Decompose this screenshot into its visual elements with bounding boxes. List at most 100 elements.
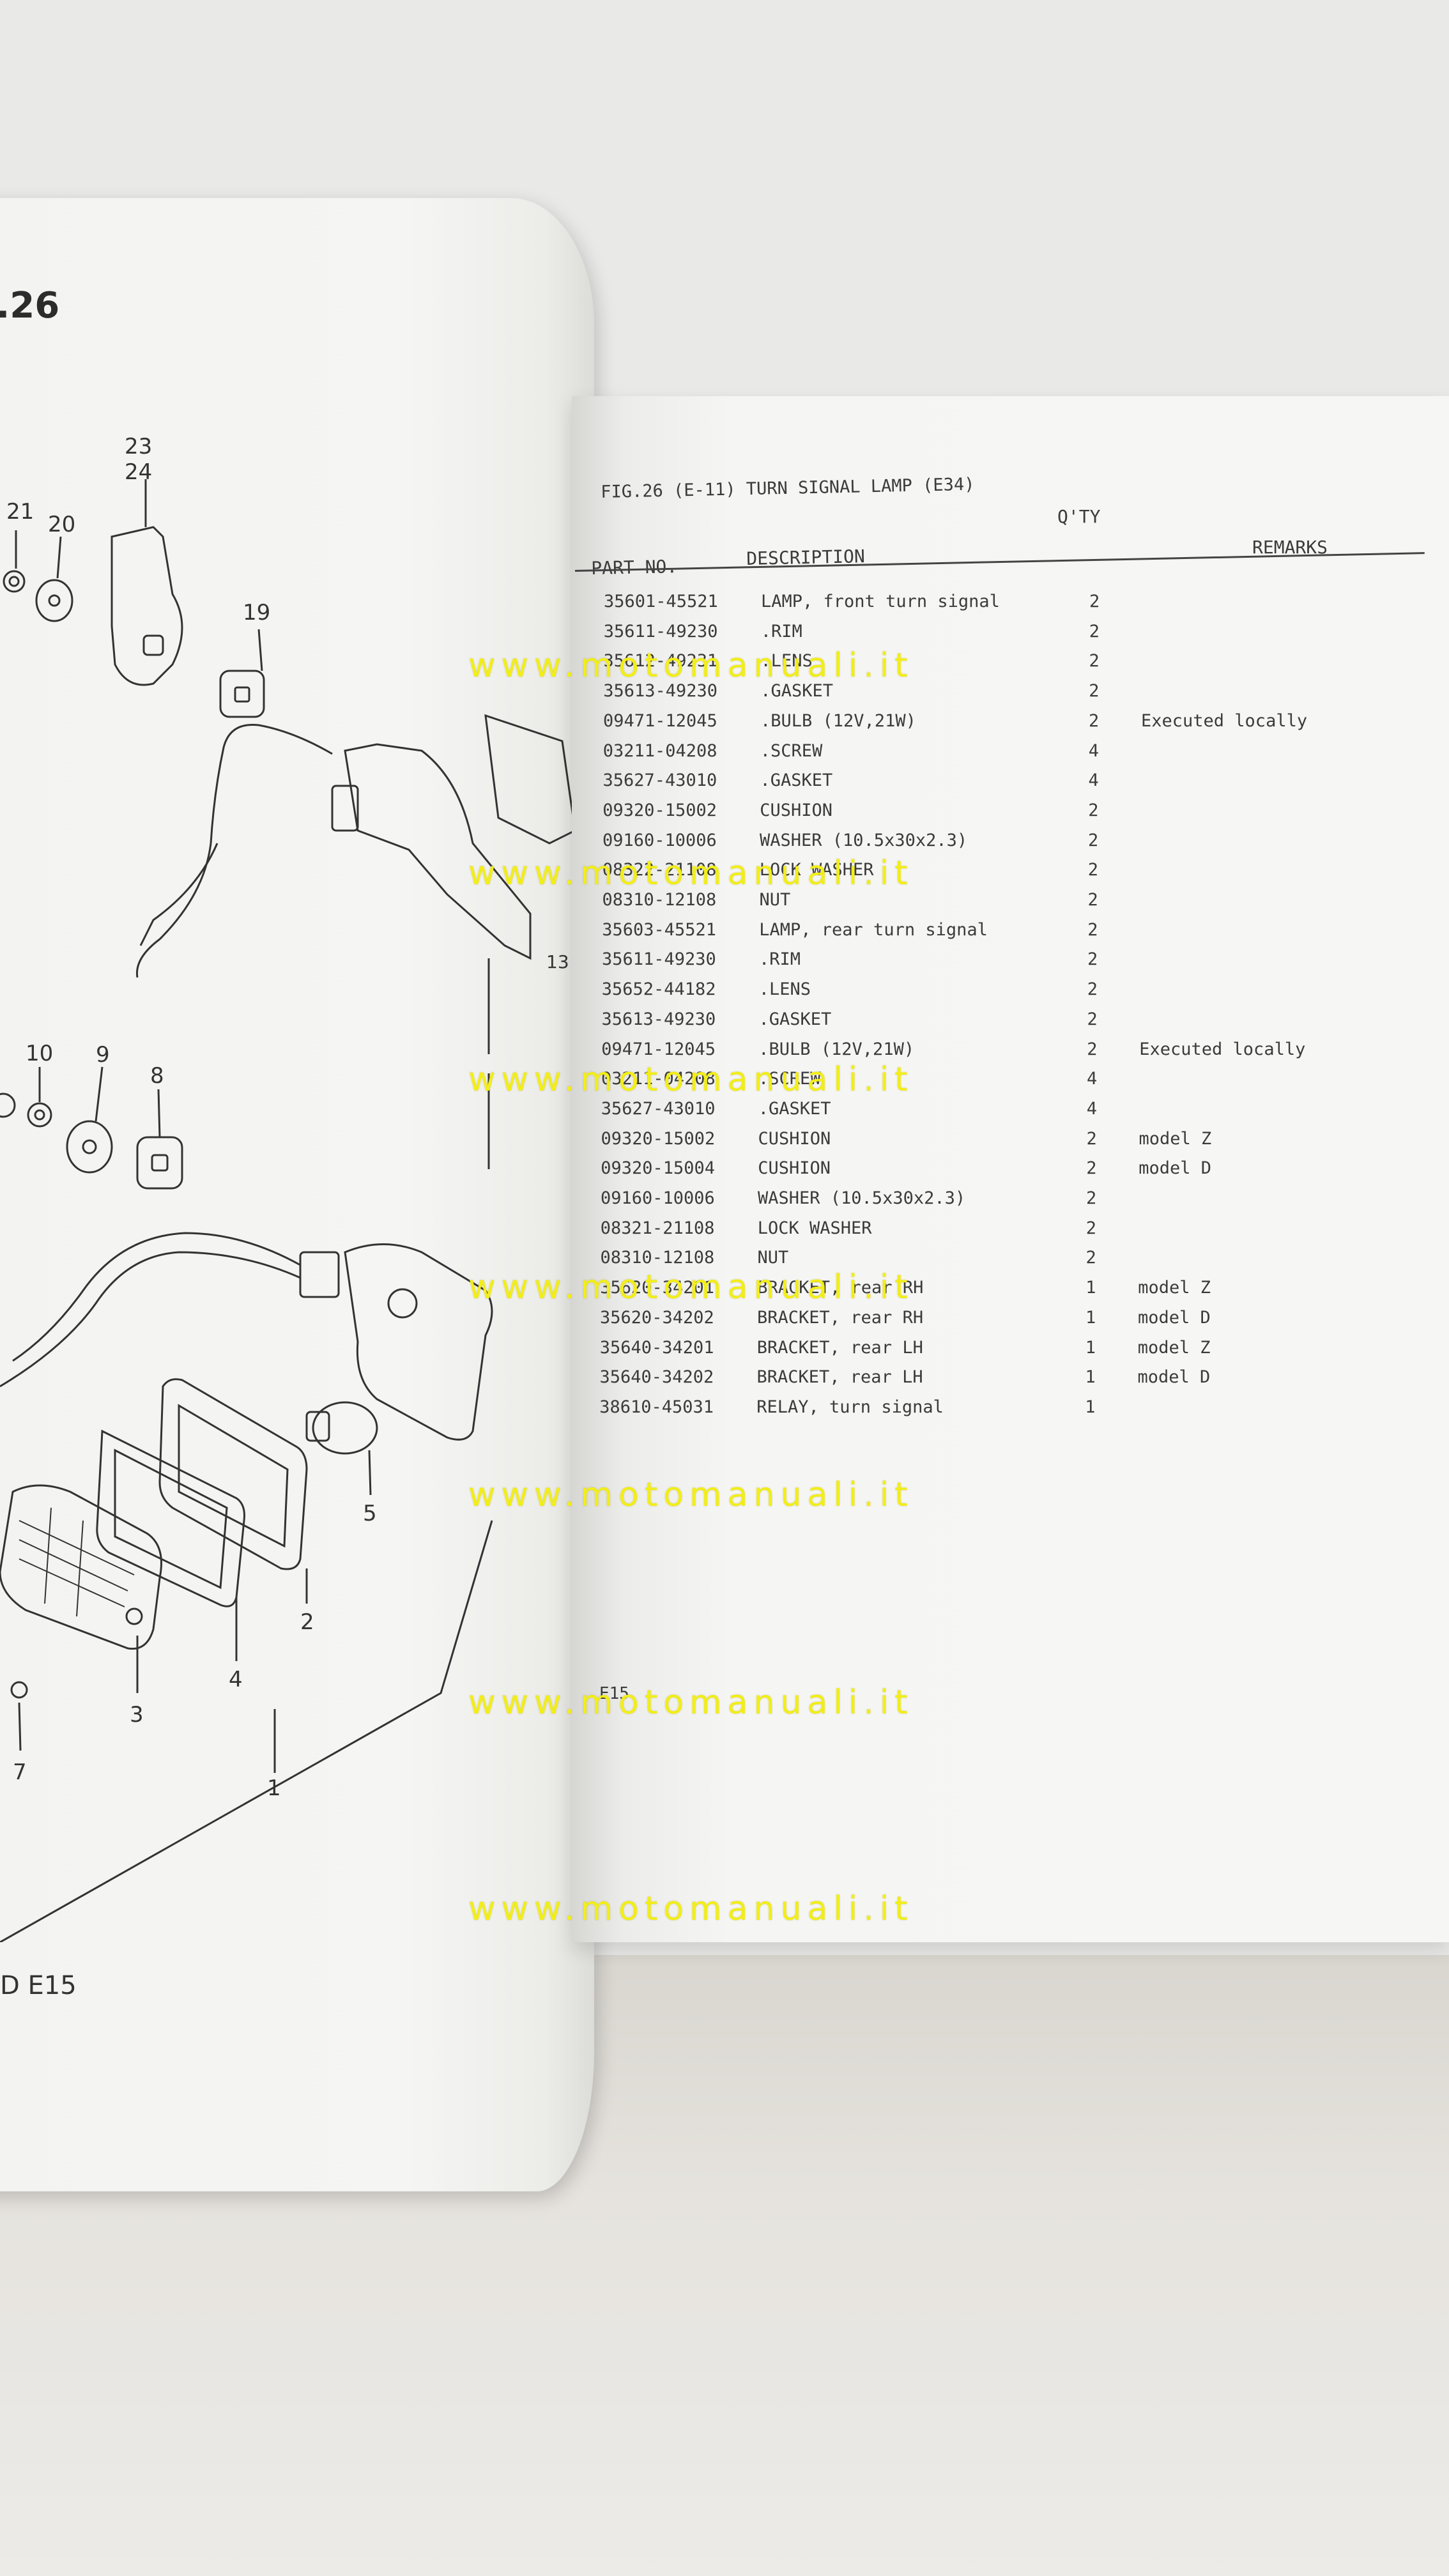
cell-description: .SCREW xyxy=(760,740,823,761)
callout-24: 24 xyxy=(125,459,152,485)
cell-part-number: 35612-49231 xyxy=(603,651,718,671)
cell-description: BRACKET, rear RH xyxy=(757,1307,924,1328)
cell-part-number: 08321-21108 xyxy=(600,1218,715,1238)
cell-description: NUT xyxy=(757,1248,789,1268)
cell-description: RELAY, turn signal xyxy=(756,1397,944,1417)
cell-quantity: 1 xyxy=(1085,1397,1096,1417)
watermark: www.motomanuali.it xyxy=(468,854,914,893)
cell-remarks: Executed locally xyxy=(1139,1039,1306,1059)
cell-part-number: 08322-21108 xyxy=(602,860,717,880)
cushion-19 xyxy=(219,670,265,718)
cell-part-number: 09160-10006 xyxy=(602,830,717,850)
cell-remarks: model Z xyxy=(1138,1128,1212,1149)
bulb-5 xyxy=(312,1401,378,1455)
front-lamp xyxy=(344,743,532,960)
cell-part-number: 35640-34202 xyxy=(599,1367,714,1388)
cell-quantity: 2 xyxy=(1088,830,1099,850)
cell-part-number: 35603-45521 xyxy=(602,919,717,940)
cell-quantity: 1 xyxy=(1085,1307,1096,1328)
cell-quantity: 4 xyxy=(1086,1098,1098,1119)
cell-part-number: 09471-12045 xyxy=(603,710,717,731)
callout-3: 3 xyxy=(130,1702,144,1728)
callout-10: 10 xyxy=(26,1041,53,1066)
callout-21: 21 xyxy=(6,499,34,525)
cell-part-number: 35611-49230 xyxy=(603,621,718,641)
cell-part-number: 35627-43010 xyxy=(601,1098,716,1119)
cell-quantity: 2 xyxy=(1089,621,1100,641)
callout-2: 2 xyxy=(300,1609,314,1635)
callout-4: 4 xyxy=(229,1667,243,1692)
cell-description: .GASKET xyxy=(760,770,833,791)
lens-3 xyxy=(0,1484,162,1650)
cell-description: .GASKET xyxy=(758,1098,831,1119)
cell-remarks: Executed locally xyxy=(1141,710,1308,731)
cell-quantity: 2 xyxy=(1086,1128,1097,1149)
cell-quantity: 1 xyxy=(1085,1337,1096,1358)
cell-description: CUSHION xyxy=(760,800,833,820)
right-page-code: E15 xyxy=(599,1684,629,1703)
cell-quantity: 1 xyxy=(1085,1367,1096,1388)
cell-description: CUSHION xyxy=(758,1158,831,1179)
watermark: www.motomanuali.it xyxy=(468,647,914,685)
cell-quantity: 2 xyxy=(1086,1158,1097,1179)
cell-description: .RIM xyxy=(760,621,802,641)
cell-part-number: 09320-15004 xyxy=(601,1158,716,1179)
cell-part-number: 35640-34201 xyxy=(599,1337,714,1358)
cell-remarks: model D xyxy=(1138,1158,1212,1179)
cell-part-number: 09320-15002 xyxy=(601,1128,716,1149)
cell-part-number: 35620-34202 xyxy=(600,1307,714,1328)
cell-description: .GASKET xyxy=(758,1009,832,1029)
cell-part-number: 09471-12045 xyxy=(601,1039,716,1059)
cell-quantity: 2 xyxy=(1087,919,1098,940)
callout-23: 23 xyxy=(125,434,152,459)
cell-quantity: 4 xyxy=(1087,1069,1098,1089)
rear-lamp-housing xyxy=(344,1243,493,1441)
cell-quantity: 2 xyxy=(1088,800,1099,820)
cell-quantity: 2 xyxy=(1087,890,1098,910)
cell-part-number: 03211-04208 xyxy=(601,1069,716,1089)
cell-quantity: 2 xyxy=(1087,979,1098,1000)
cell-quantity: 2 xyxy=(1086,1188,1097,1208)
callout-13: 13 xyxy=(546,951,569,972)
washer-10 xyxy=(27,1102,52,1128)
washer-9 xyxy=(66,1120,113,1174)
bracket-part xyxy=(111,526,183,686)
watermark: www.motomanuali.it xyxy=(468,1476,914,1514)
cell-part-number: 09320-15002 xyxy=(602,800,717,820)
cell-part-number: 35601-45521 xyxy=(604,592,718,611)
gasket-2 xyxy=(158,1378,308,1570)
callout-5: 5 xyxy=(363,1501,377,1526)
cell-part-number: 35652-44182 xyxy=(601,979,716,1000)
cell-description: .LENS xyxy=(758,979,811,1000)
cell-part-number: 08310-12108 xyxy=(602,890,717,910)
cell-quantity: 2 xyxy=(1087,1009,1098,1029)
cell-description: LOCK WASHER xyxy=(757,1218,872,1238)
cell-remarks: model D xyxy=(1138,1307,1211,1328)
cell-description: LAMP, rear turn signal xyxy=(759,919,988,940)
cell-description: .RIM xyxy=(759,949,801,970)
cell-description: NUT xyxy=(759,890,791,910)
cell-quantity: 1 xyxy=(1085,1278,1096,1298)
cell-quantity: 2 xyxy=(1087,949,1098,970)
rim-4 xyxy=(96,1429,245,1607)
watermark: www.motomanuali.it xyxy=(468,1268,914,1307)
exploded-diagram: 23 24 21 20 19 13 10 9 8 5 2 4 3 7 1 xyxy=(0,434,576,1942)
cell-quantity: 2 xyxy=(1087,1039,1098,1059)
callout-7: 7 xyxy=(13,1759,27,1785)
cell-part-number: 03211-04208 xyxy=(602,740,717,761)
cell-part-number: 35620-34201 xyxy=(600,1278,715,1298)
cell-part-number: 38610-45031 xyxy=(599,1397,714,1417)
cell-quantity: 2 xyxy=(1085,1248,1096,1268)
cell-description: .SCREW xyxy=(758,1069,821,1089)
right-page xyxy=(572,396,1449,1942)
cell-remarks: model Z xyxy=(1138,1278,1211,1298)
cell-description: BRACKET, rear RH xyxy=(757,1278,924,1298)
watermark: www.motomanuali.it xyxy=(468,1061,914,1099)
washer-21 xyxy=(3,570,26,593)
cell-quantity: 2 xyxy=(1089,681,1100,702)
cell-description: LAMP, front turn signal xyxy=(761,592,1000,611)
cell-description: CUSHION xyxy=(758,1128,831,1149)
cell-part-number: 35613-49230 xyxy=(603,681,718,702)
cell-description: .BULB (12V,21W) xyxy=(758,1039,915,1059)
cell-description: LOCK WASHER xyxy=(759,860,874,880)
